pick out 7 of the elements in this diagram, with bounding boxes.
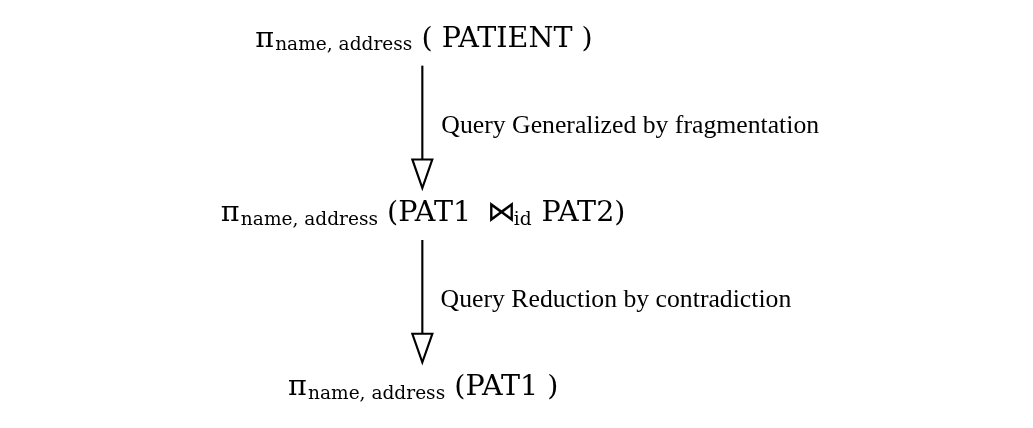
node-text: πname, address (PAT1 ) bbox=[287, 368, 559, 403]
edge-label: Query Reduction by contradiction bbox=[440, 284, 791, 314]
arrow bbox=[410, 65, 434, 192]
node-text: πname, address (PAT1 ⋈id PAT2) bbox=[220, 194, 625, 229]
arrow bbox=[410, 240, 434, 366]
edge-label: Query Generalized by fragmentation bbox=[440, 110, 819, 140]
node-text: πname, address ( PATIENT ) bbox=[254, 19, 593, 55]
